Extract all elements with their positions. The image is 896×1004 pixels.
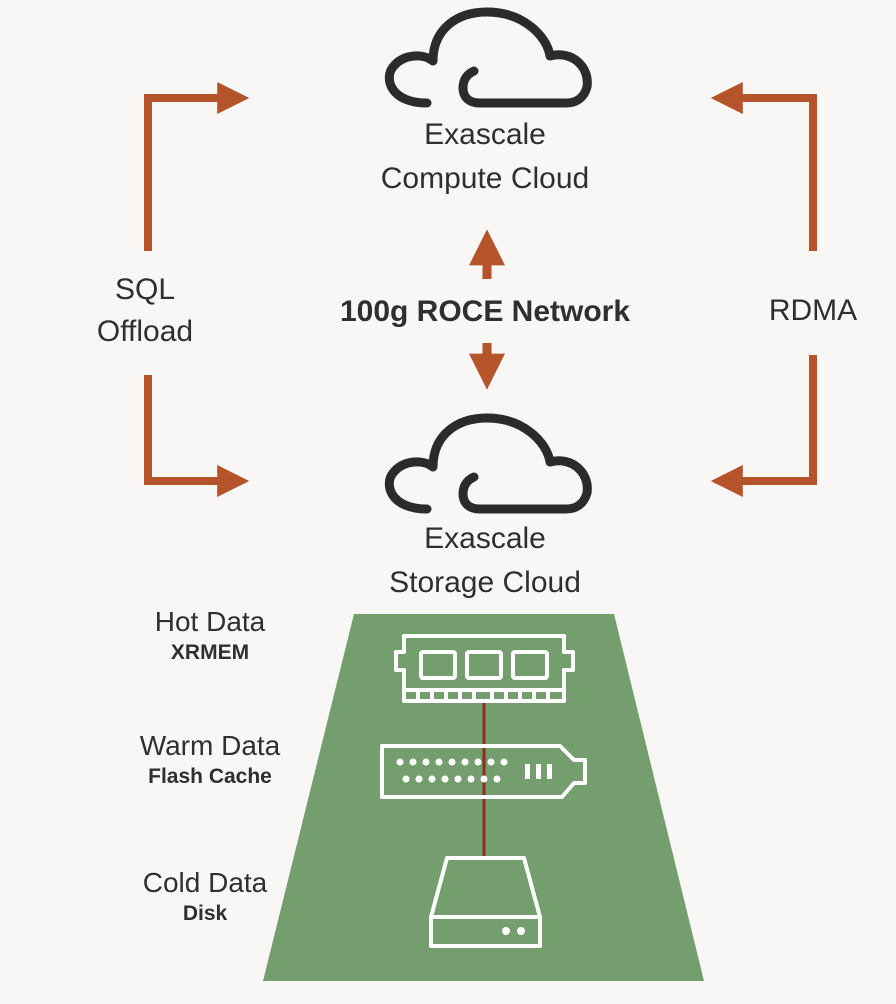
rdma-text: RDMA xyxy=(768,294,858,327)
compute-cloud-line-2: Compute Cloud xyxy=(380,162,590,195)
network-label: 100g ROCE Network xyxy=(339,295,631,328)
tier-hot-label-group: Hot Data XRMEM xyxy=(115,605,305,667)
tier-warm-subtitle: Flash Cache xyxy=(148,765,272,788)
compute-cloud-label: Exascale Compute Cloud xyxy=(300,113,670,201)
sql-offload-arrow xyxy=(144,82,250,497)
sql-offload-line-2: Offload xyxy=(96,315,194,348)
storage-cloud-line-2: Storage Cloud xyxy=(389,566,581,599)
storage-cloud-line-1: Exascale xyxy=(424,522,546,555)
tier-cold-subtitle: Disk xyxy=(182,902,228,925)
flash-card-icon xyxy=(380,744,587,799)
compute-cloud-line-1: Exascale xyxy=(424,118,546,151)
hard-disk-icon xyxy=(429,856,542,948)
sql-offload-line-1: SQL xyxy=(114,273,176,306)
tier-cold-label-group: Cold Data Disk xyxy=(105,866,305,928)
tier-warm-label-group: Warm Data Flash Cache xyxy=(105,729,315,791)
memory-module-icon xyxy=(394,634,575,703)
rdma-arrow xyxy=(710,82,817,497)
sql-offload-label: SQL Offload xyxy=(70,269,220,353)
tier-cold-title: Cold Data xyxy=(142,867,268,898)
tier-hot-title: Hot Data xyxy=(154,606,266,637)
tier-warm-title: Warm Data xyxy=(139,730,281,761)
storage-cloud-label: Exascale Storage Cloud xyxy=(300,517,670,605)
compute-cloud-icon xyxy=(384,7,592,108)
storage-cloud-icon xyxy=(384,413,592,514)
rdma-label: RDMA xyxy=(748,290,878,332)
tier-hot-subtitle: XRMEM xyxy=(170,641,250,664)
